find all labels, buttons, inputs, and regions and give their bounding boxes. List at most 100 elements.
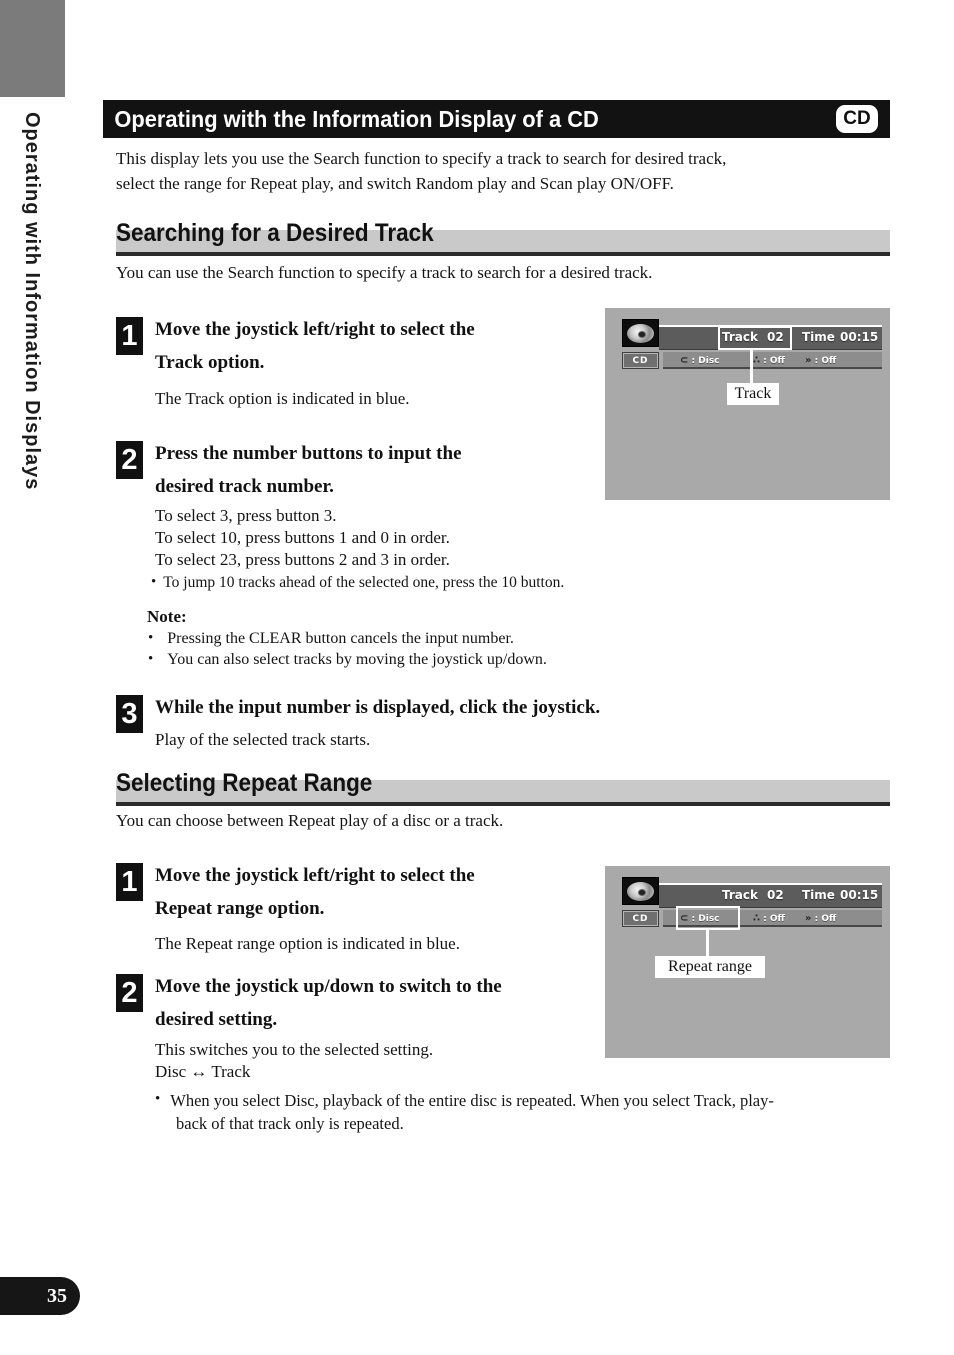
repeat-step1-body: The Repeat range option is indicated in … bbox=[155, 934, 460, 953]
step2-line1: To select 3, press button 3. bbox=[155, 506, 337, 525]
note-item-1: • Pressing the CLEAR button cancels the … bbox=[148, 630, 514, 648]
step-number-2: 2 bbox=[116, 441, 143, 479]
cd-badge-label: CD bbox=[843, 108, 871, 129]
repeat-status: ⊂ : Disc bbox=[680, 913, 720, 924]
disc-thumbnail-frame bbox=[622, 319, 659, 347]
step2-line2: To select 10, press buttons 1 and 0 in o… bbox=[155, 528, 450, 547]
cd-disc-icon bbox=[627, 323, 654, 343]
note-item2-text: You can also select tracks by moving the… bbox=[167, 651, 547, 668]
repeat-value: : Disc bbox=[691, 914, 720, 924]
random-status: ∴ : Off bbox=[753, 913, 785, 924]
step3-body: Play of the selected track starts. bbox=[155, 730, 371, 749]
repeat-step-number-1: 1 bbox=[116, 863, 143, 901]
scan-status: » : Off bbox=[805, 355, 836, 366]
repeat-icon: ⊂ bbox=[680, 913, 689, 924]
info-display-screenshot-track: CD Track 02 Time 00:15 ⊂ : Disc ∴ : Off … bbox=[605, 308, 890, 500]
bullet-marker: • bbox=[148, 630, 154, 646]
corner-gray-block bbox=[0, 0, 65, 97]
repeat-range-callout-label: Repeat range bbox=[655, 956, 765, 978]
repeat-highlight-box bbox=[676, 906, 740, 930]
repeat-step-number-2: 2 bbox=[116, 974, 143, 1012]
track-callout-label: Track bbox=[727, 383, 779, 405]
repeat-value: : Disc bbox=[691, 356, 720, 366]
repeat-step2-title-line2: desired setting. bbox=[155, 1009, 278, 1030]
bullet-marker: • bbox=[148, 651, 154, 667]
section-title: Searching for a Desired Track bbox=[116, 219, 434, 247]
step2-title-line1: Press the number buttons to input the bbox=[155, 443, 462, 464]
random-status: ∴ : Off bbox=[753, 355, 785, 366]
track-highlight-box bbox=[718, 326, 792, 350]
scan-status: » : Off bbox=[805, 913, 836, 924]
section-heading-search: Searching for a Desired Track bbox=[116, 219, 890, 257]
chapter-header-bar: Operating with the Information Display o… bbox=[103, 100, 890, 138]
cd-source-chip: CD bbox=[622, 352, 659, 369]
info-display-screenshot-repeat: CD Track 02 Time 00:15 ⊂ : Disc ∴ : Off … bbox=[605, 866, 890, 1058]
scan-icon: » bbox=[805, 913, 812, 924]
repeat-step2-bullet-line1: When you select Disc, playback of the en… bbox=[170, 1091, 774, 1110]
time-value: 00:15 bbox=[840, 888, 879, 902]
step1-body: The Track option is indicated in blue. bbox=[155, 389, 410, 408]
intro-line-2: select the range for Repeat play, and sw… bbox=[116, 174, 674, 193]
section-title: Selecting Repeat Range bbox=[116, 769, 373, 797]
display-status-bar bbox=[663, 910, 882, 927]
scan-icon: » bbox=[805, 355, 812, 366]
repeat-step1-title-line1: Move the joystick left/right to select t… bbox=[155, 865, 475, 886]
scan-value: : Off bbox=[814, 914, 837, 924]
chapter-title: Operating with the Information Display o… bbox=[114, 105, 599, 132]
section-rule bbox=[116, 252, 890, 256]
bullet-marker: • bbox=[151, 574, 157, 590]
cd-source-badge: CD bbox=[836, 105, 878, 133]
track-label: Track bbox=[722, 330, 758, 344]
callout-connector bbox=[750, 350, 753, 383]
step2-title-line2: desired track number. bbox=[155, 476, 334, 497]
step-number-3: 3 bbox=[116, 695, 143, 733]
step2-bullet-text: To jump 10 tracks ahead of the selected … bbox=[163, 574, 565, 591]
repeat-step1-title-line2: Repeat range option. bbox=[155, 898, 325, 919]
page-number-badge: 35 bbox=[0, 1277, 80, 1315]
track-value: 02 bbox=[767, 330, 784, 344]
step1-title-line2: Track option. bbox=[155, 352, 265, 373]
step-number-1: 1 bbox=[116, 317, 143, 355]
time-label: Time bbox=[802, 888, 835, 902]
step1-title-line1: Move the joystick left/right to select t… bbox=[155, 319, 475, 340]
step2-line3: To select 23, press buttons 2 and 3 in o… bbox=[155, 550, 450, 569]
time-label: Time bbox=[802, 330, 835, 344]
repeat-step2-bullet-line2: back of that track only is repeated. bbox=[176, 1114, 404, 1133]
disc-thumbnail-frame bbox=[622, 877, 659, 905]
search-lead: You can use the Search function to speci… bbox=[116, 263, 653, 282]
cd-chip-label: CD bbox=[632, 913, 649, 924]
step3-title: While the input number is displayed, cli… bbox=[155, 697, 601, 718]
repeat-icon: ⊂ bbox=[680, 355, 689, 366]
random-value: : Off bbox=[763, 356, 785, 366]
callout-connector bbox=[706, 930, 709, 956]
step2-bullet: • To jump 10 tracks ahead of the selecte… bbox=[151, 574, 564, 592]
note-title: Note: bbox=[147, 607, 187, 626]
repeat-step2-bullet: • When you select Disc, playback of the … bbox=[155, 1091, 774, 1111]
bullet-marker: • bbox=[155, 1091, 161, 1107]
section-band bbox=[116, 230, 890, 252]
scan-value: : Off bbox=[814, 356, 837, 366]
repeat-lead: You can choose between Repeat play of a … bbox=[116, 811, 504, 830]
repeat-status: ⊂ : Disc bbox=[680, 355, 720, 366]
intro-line-1: This display lets you use the Search fun… bbox=[116, 149, 727, 168]
repeat-step2-body2: Disc ↔ Track bbox=[155, 1062, 251, 1081]
cd-source-chip: CD bbox=[622, 910, 659, 927]
chapter-vertical-label: Operating with Information Displays bbox=[21, 112, 43, 491]
cd-chip-label: CD bbox=[632, 355, 649, 366]
note-item1-text: Pressing the CLEAR button cancels the in… bbox=[167, 630, 514, 647]
repeat-step2-body1: This switches you to the selected settin… bbox=[155, 1040, 434, 1059]
random-icon: ∴ bbox=[753, 913, 760, 924]
display-status-bar bbox=[663, 352, 882, 369]
repeat-step2-title-line1: Move the joystick up/down to switch to t… bbox=[155, 976, 502, 997]
random-value: : Off bbox=[763, 914, 785, 924]
section-band bbox=[116, 780, 890, 802]
note-item-2: • You can also select tracks by moving t… bbox=[148, 651, 547, 669]
track-value: 02 bbox=[767, 888, 784, 902]
random-icon: ∴ bbox=[753, 355, 760, 366]
section-heading-repeat: Selecting Repeat Range bbox=[116, 769, 890, 807]
page-number: 35 bbox=[47, 1284, 67, 1307]
cd-disc-icon bbox=[627, 881, 654, 901]
section-rule bbox=[116, 802, 890, 806]
time-value: 00:15 bbox=[840, 330, 879, 344]
track-label: Track bbox=[722, 888, 758, 902]
